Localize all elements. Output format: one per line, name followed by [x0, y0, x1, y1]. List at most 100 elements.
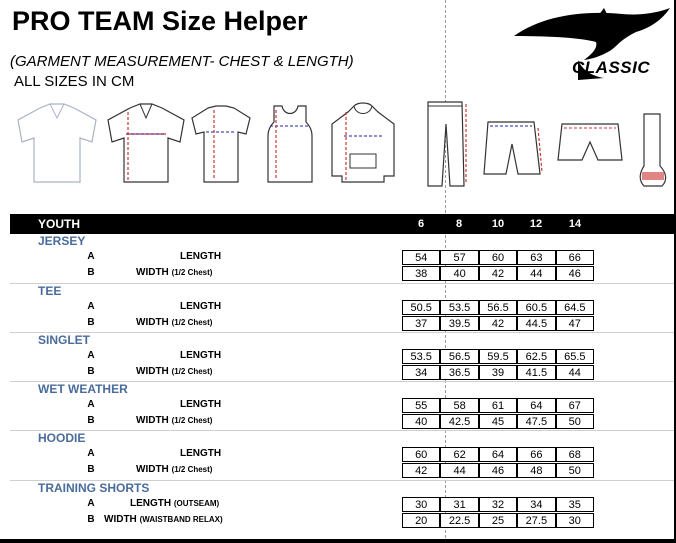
row-label-note: (1/2 Chest) [171, 465, 213, 474]
table-cell: 65.5 [555, 349, 594, 364]
sock-icon [639, 113, 667, 187]
table-cell: 47.5 [517, 414, 556, 429]
row-label: LENGTH [180, 350, 221, 361]
row-letter: B [87, 366, 95, 377]
row-letter: A [87, 251, 95, 262]
row-label-main: WIDTH [136, 415, 169, 426]
long-pants-icon [427, 101, 467, 187]
row-label-main: LENGTH [180, 301, 222, 312]
row-label-note: (1/2 Chest) [171, 318, 213, 327]
table-cell: 53.5 [440, 300, 479, 315]
row-letter: B [87, 415, 95, 426]
table-cell: 20 [402, 513, 441, 528]
row-letter: B [87, 317, 95, 328]
table-cell: 60.5 [517, 300, 556, 315]
row-label: WIDTH (WAISTBAND RELAX) [104, 514, 223, 525]
row-letter: B [87, 514, 95, 525]
polo-shirt-icon [17, 103, 97, 183]
table-cell: 47 [555, 316, 594, 331]
section-divider [10, 480, 674, 481]
table-cell: 66 [555, 250, 594, 265]
table-cell: 38 [402, 266, 441, 281]
table-cell: 50.5 [402, 300, 441, 315]
table-cell: 32 [478, 497, 518, 512]
row-label: WIDTH (1/2 Chest) [136, 415, 212, 426]
table-cell: 55 [402, 398, 441, 413]
row-label-main: WIDTH [104, 514, 137, 525]
table-cell: 48 [517, 463, 556, 478]
table-cell: 64 [517, 398, 556, 413]
row-label-main: LENGTH [180, 350, 222, 361]
size-header: 8 [455, 218, 463, 230]
row-label-note: (WAISTBAND RELAX) [139, 515, 223, 524]
section-divider [10, 283, 674, 284]
row-letter: B [87, 464, 95, 475]
table-cell: 42 [478, 266, 518, 281]
table-cell: 63 [517, 250, 556, 265]
subtitle-units: ALL SIZES IN CM [14, 73, 135, 90]
table-cell: 60 [402, 447, 441, 462]
table-cell: 53.5 [402, 349, 441, 364]
section-title: SINGLET [38, 333, 91, 347]
row-label-note: (1/2 Chest) [171, 268, 213, 277]
table-cell: 42 [402, 463, 441, 478]
size-header: 12 [529, 218, 543, 230]
section-title: HOODIE [38, 431, 86, 445]
row-label: LENGTH [180, 251, 221, 262]
hoodie-icon [331, 102, 395, 183]
row-label-note: (1/2 Chest) [171, 416, 213, 425]
row-letter: A [87, 448, 95, 459]
row-label-main: LENGTH [180, 399, 222, 410]
row-label: WIDTH (1/2 Chest) [136, 366, 212, 377]
table-cell: 60 [478, 250, 518, 265]
table-cell: 50 [555, 414, 594, 429]
logo-text: CLASSIC [572, 58, 651, 77]
singlet-icon [267, 105, 313, 183]
row-label: LENGTH (OUTSEAM) [130, 498, 219, 509]
table-cell: 39.5 [440, 316, 479, 331]
garment-illustrations [0, 96, 676, 196]
row-letter: A [87, 301, 95, 312]
row-label-main: WIDTH [136, 464, 169, 475]
row-label: LENGTH [180, 301, 221, 312]
row-label: WIDTH (1/2 Chest) [136, 267, 212, 278]
kangaroo-logo-icon [514, 8, 670, 80]
table-cell: 34 [402, 365, 441, 380]
table-cell: 27.5 [517, 513, 556, 528]
table-cell: 54 [402, 250, 441, 265]
row-label-main: LENGTH [180, 251, 222, 262]
table-cell: 44 [555, 365, 594, 380]
section-divider [10, 430, 674, 431]
table-cell: 58 [440, 398, 479, 413]
table-cell: 40 [440, 266, 479, 281]
row-label: WIDTH (1/2 Chest) [136, 464, 212, 475]
section-title: TEE [38, 284, 62, 298]
row-letter: A [87, 498, 95, 509]
table-cell: 39 [478, 365, 518, 380]
size-header: 6 [417, 218, 425, 230]
row-label: WIDTH (1/2 Chest) [136, 317, 212, 328]
subtitle-measurement: (GARMENT MEASUREMENT- CHEST & LENGTH) [10, 53, 354, 70]
table-cell: 41.5 [517, 365, 556, 380]
table-cell: 66 [517, 447, 556, 462]
shorts-icon [483, 121, 543, 175]
table-cell: 44 [440, 463, 479, 478]
table-cell: 46 [555, 266, 594, 281]
table-cell: 56.5 [440, 349, 479, 364]
polo-shirt-measured-icon [107, 103, 185, 183]
table-cell: 45 [478, 414, 518, 429]
table-cell: 37 [402, 316, 441, 331]
row-label-main: LENGTH [130, 498, 172, 509]
table-header-bar: YOUTH 6 8 10 12 14 [10, 214, 674, 234]
size-header: 10 [491, 218, 505, 230]
table-cell: 61 [478, 398, 518, 413]
table-cell: 34 [517, 497, 556, 512]
row-letter: A [87, 399, 95, 410]
training-shorts-icon [557, 123, 623, 161]
